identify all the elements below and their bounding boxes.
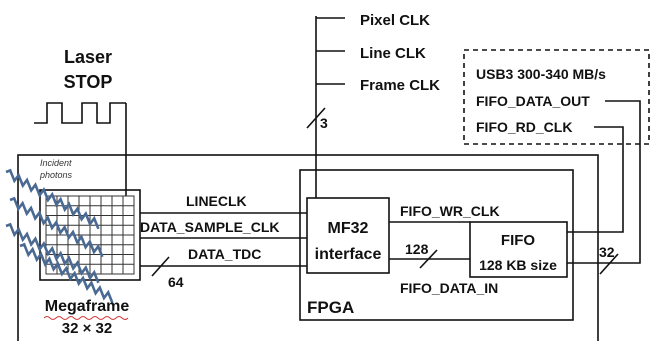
megaframe-sensor	[39, 189, 141, 281]
mf32-interface-box	[306, 197, 390, 274]
stop-label: STOP	[64, 72, 113, 92]
tdc-bus-width: 64	[168, 274, 184, 290]
line-clk-label: Line CLK	[360, 45, 426, 62]
out-bus-slash	[599, 253, 619, 275]
fifo-rd-clk-label: FIFO_RD_CLK	[476, 119, 572, 135]
system-frame	[17, 154, 599, 341]
pixel-clk-label: Pixel CLK	[360, 12, 430, 29]
photon-waves	[5, 168, 114, 304]
photon-wave	[5, 168, 100, 230]
laser-pulse-train	[34, 102, 126, 124]
photon-wave	[9, 196, 104, 258]
tdc-bus-slash	[151, 256, 170, 277]
photons-label: photons	[39, 170, 73, 180]
photon-wave	[5, 222, 100, 284]
incident-label: Incident	[40, 158, 72, 168]
megaframe-underline	[43, 316, 129, 320]
data-in-width: 128	[405, 241, 429, 257]
frame-clk-label: Frame CLK	[360, 77, 440, 94]
megaframe-size: 32 × 32	[62, 320, 112, 337]
fifo-wr-clk-label: FIFO_WR_CLK	[400, 203, 500, 219]
data-in-slash	[419, 249, 438, 269]
fifo-box	[469, 221, 568, 278]
fifo-data-in-label: FIFO_DATA_IN	[400, 280, 498, 296]
clock-bus-slash	[306, 107, 326, 129]
photon-wave	[19, 242, 114, 304]
usb3-box	[463, 49, 650, 145]
clock-bus-width: 3	[320, 115, 328, 131]
lineclk-label: LINECLK	[186, 193, 247, 209]
data-tdc-label: DATA_TDC	[188, 246, 261, 262]
fpga-box	[299, 169, 574, 321]
laser-label: Laser	[64, 47, 112, 67]
mf32-label: MF32	[328, 220, 369, 237]
interface-label: interface	[315, 246, 382, 263]
fifo-size-label: 128 KB size	[479, 257, 557, 273]
fifo-rd-clk-line	[567, 126, 624, 233]
fifo-data-out-label: FIFO_DATA_OUT	[476, 93, 590, 109]
megaframe-label: Megaframe	[45, 298, 130, 315]
fifo-label: FIFO	[501, 232, 535, 249]
fpga-label: FPGA	[307, 298, 354, 317]
data-sample-clk-label: DATA_SAMPLE_CLK	[140, 219, 280, 235]
usb3-title: USB3 300-340 MB/s	[476, 66, 606, 82]
fifo-data-out-line	[567, 100, 641, 264]
out-bus-width: 32	[599, 244, 615, 260]
